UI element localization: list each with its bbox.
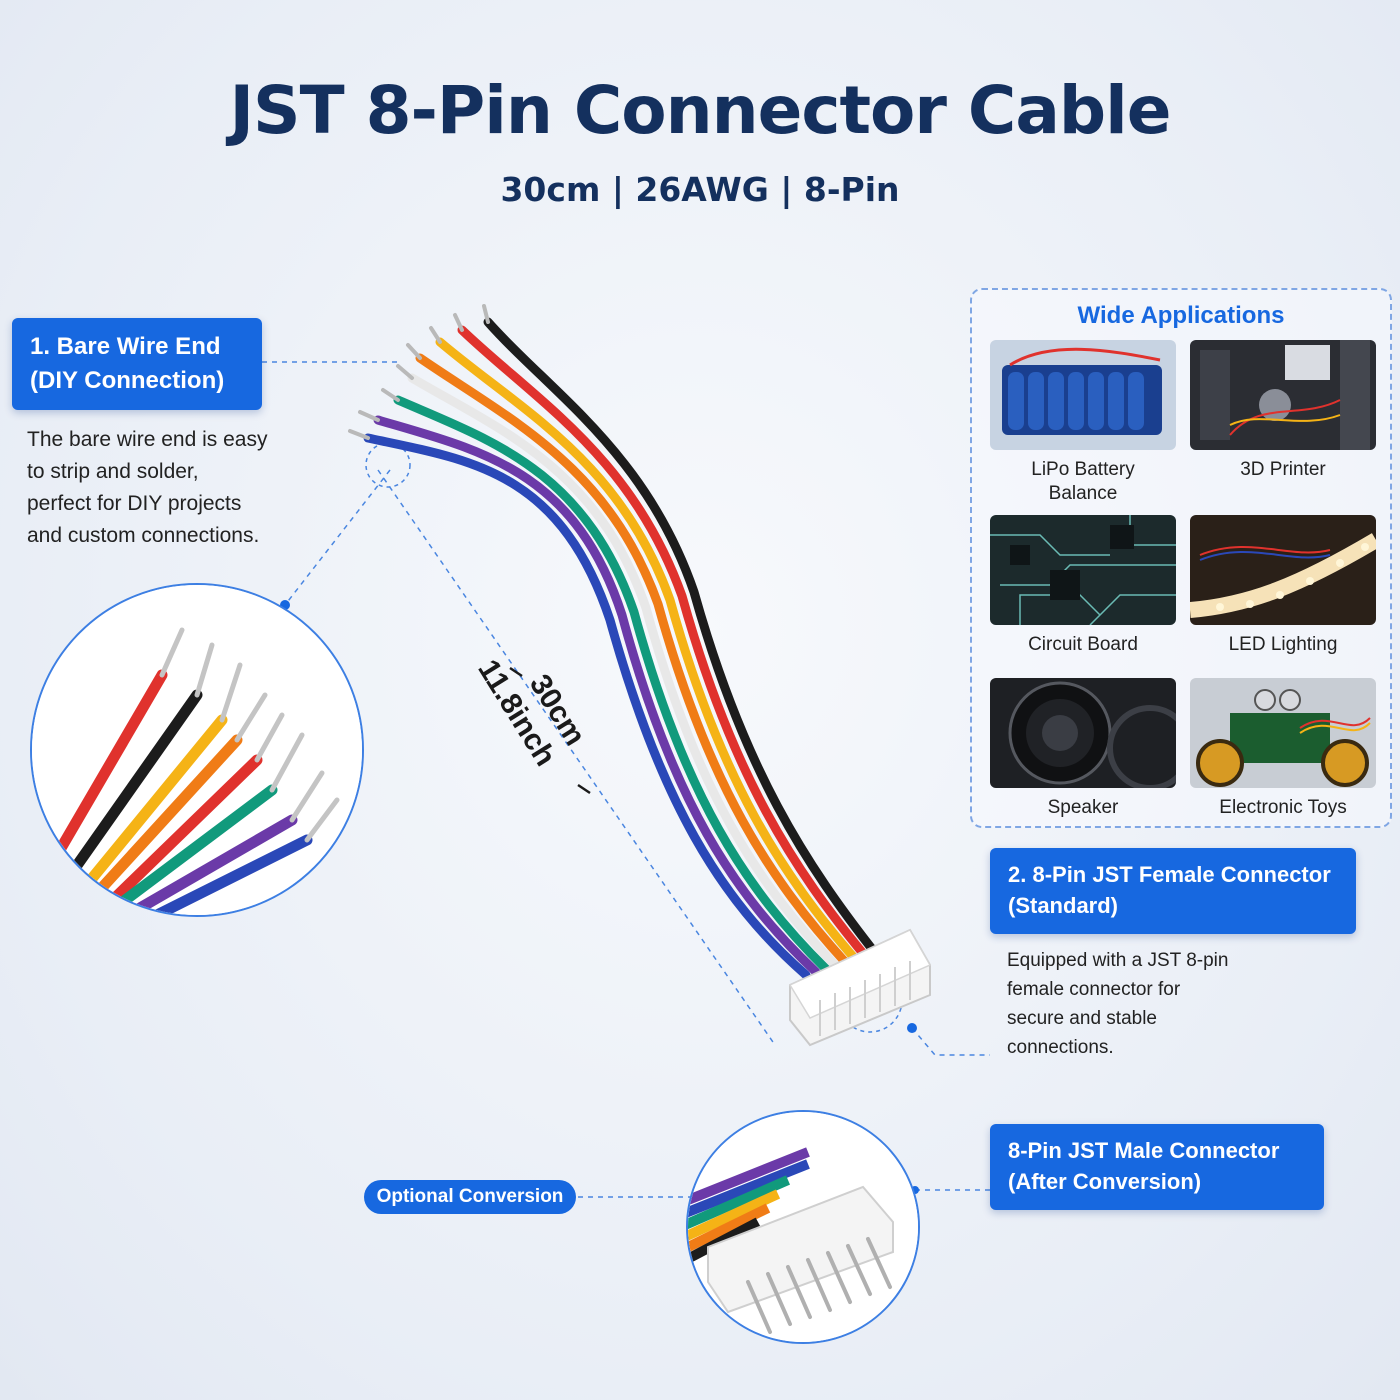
app-tile-led: LED Lighting xyxy=(1190,515,1376,657)
bare-wire-label-line1: 1. Bare Wire End xyxy=(30,333,221,361)
app-tile-toys: Electronic Toys xyxy=(1190,678,1376,820)
app-tile-lipo: LiPo Battery Balance xyxy=(990,340,1176,506)
app-tile-3d-printer: 3D Printer xyxy=(1190,340,1376,482)
robot-car-image xyxy=(1190,678,1376,788)
page-title: JST 8-Pin Connector Cable xyxy=(229,72,1171,149)
female-guide-line xyxy=(911,1027,990,1056)
bare-wire-label: 1. Bare Wire End (DIY Connection) xyxy=(12,318,262,410)
optional-conversion-badge: Optional Conversion xyxy=(364,1180,576,1214)
male-connector-label: 8-Pin JST Male Connector (After Conversi… xyxy=(990,1124,1324,1210)
female-connector-label: 2. 8-Pin JST Female Connector (Standard) xyxy=(990,848,1356,934)
app-tile-speaker: Speaker xyxy=(990,678,1176,820)
applications-panel: Wide Applications LiPo Battery Balance xyxy=(970,288,1392,828)
battery-pack-image xyxy=(990,340,1176,450)
male-connector-zoom-circle xyxy=(686,1110,920,1344)
bare-wire-circle-guide-line xyxy=(284,469,391,606)
bare-wire-description: The bare wire end is easy to strip and s… xyxy=(27,428,268,547)
applications-title: Wide Applications xyxy=(1077,302,1285,329)
bare-wire-label-line2: (DIY Connection) xyxy=(30,367,225,394)
speaker-image xyxy=(990,678,1176,788)
led-strip-image xyxy=(1190,515,1376,625)
bare-wire-zoom-circle xyxy=(30,583,364,917)
circuit-board-image xyxy=(990,515,1176,625)
app-tile-circuit-board: Circuit Board xyxy=(990,515,1176,657)
page-subtitle: 30cm | 26AWG | 8-Pin xyxy=(500,170,900,209)
length-dimension-line xyxy=(377,469,776,1046)
printer-image xyxy=(1190,340,1376,450)
female-connector-description: Equipped with a JST 8-pin female connect… xyxy=(1007,950,1229,1058)
